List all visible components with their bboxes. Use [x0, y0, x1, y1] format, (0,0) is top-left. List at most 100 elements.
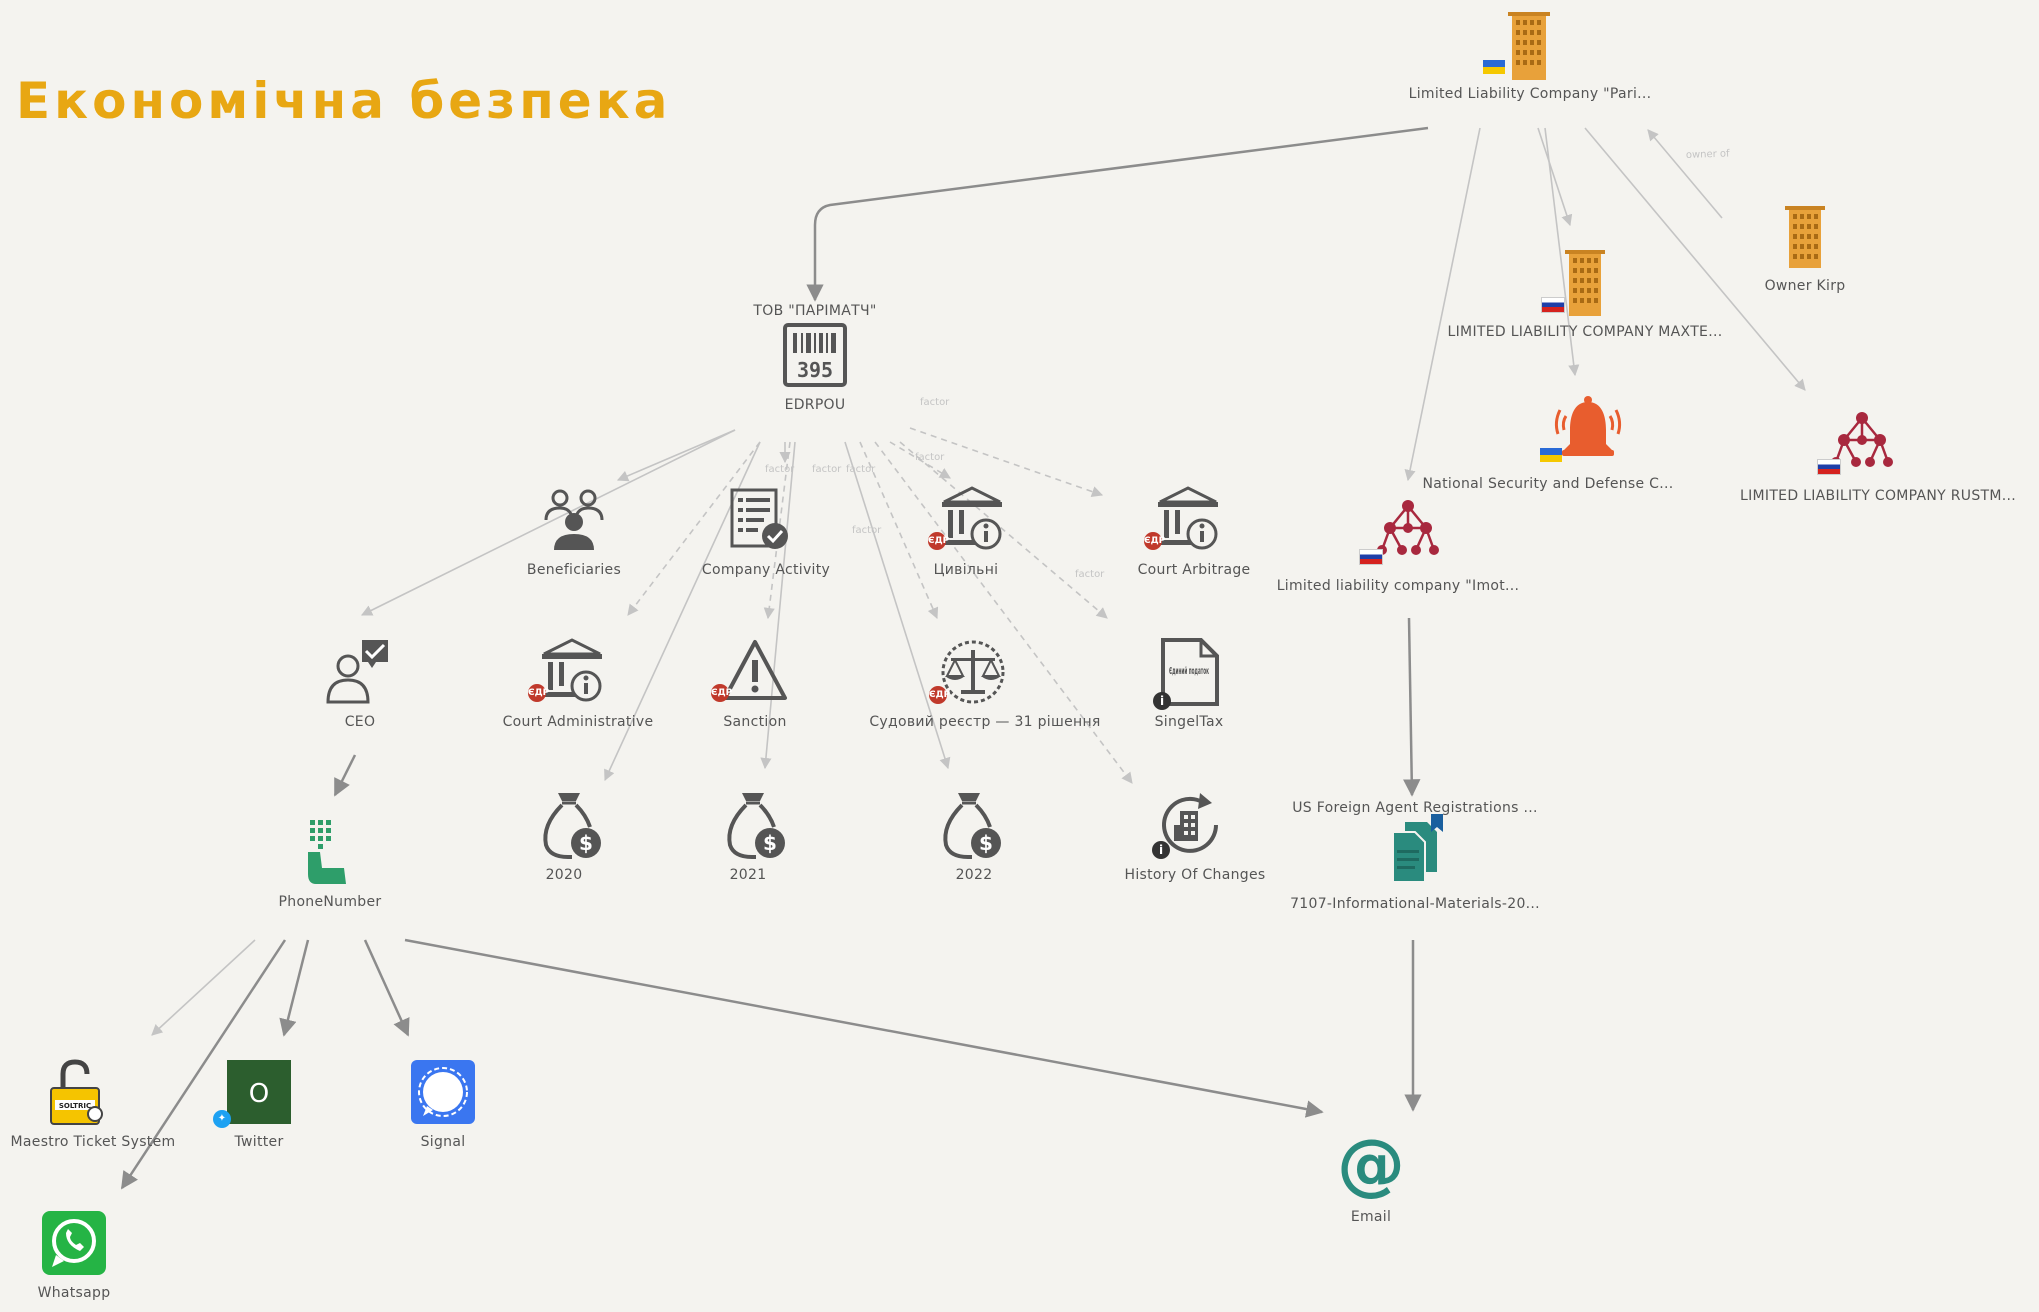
twitter-bird-icon: ✦ — [213, 1110, 231, 1128]
network-icon — [1368, 490, 1448, 570]
edge-tov-2020 — [604, 441, 761, 782]
documents-icon — [1375, 810, 1455, 890]
edge-tov-singeltax — [899, 441, 1108, 619]
edge-pari-rustm — [1584, 127, 1806, 391]
edge-tov-beneficiaries — [616, 429, 736, 482]
phone-keypad-icon — [290, 812, 370, 892]
svg-text:$: $ — [979, 831, 993, 855]
page-title: Економічна безпека — [16, 72, 672, 130]
edge-label-factor: factor — [846, 464, 876, 475]
edge-tov-ceo — [360, 429, 736, 616]
node-label: Company Activity — [701, 562, 831, 578]
node-label: Limited liability company "Imot... — [1276, 578, 1520, 594]
money-bag-icon: $ — [716, 785, 796, 865]
edge-tov-2021 — [760, 441, 796, 770]
edge-pari-nsdc — [1544, 127, 1580, 377]
tax-document-text: Єдиний податок — [1169, 666, 1209, 677]
svg-text:$: $ — [579, 831, 593, 855]
node-label: Owner Kirp — [1764, 278, 1846, 294]
node-label: Beneficiaries — [526, 562, 622, 578]
svg-text:SOLTRIC: SOLTRIC — [59, 1102, 91, 1110]
badge-icon: ЄДР — [928, 532, 949, 550]
node-label: National Security and Defense C... — [1422, 476, 1674, 492]
building-icon — [1545, 242, 1625, 322]
ukraine-flag-icon — [1483, 60, 1505, 74]
warning-icon — [715, 632, 795, 712]
edge-pari-tov — [806, 126, 1429, 302]
node-label: Twitter — [234, 1134, 284, 1150]
court-icon — [1148, 480, 1228, 560]
barcode-code: 395 — [797, 358, 833, 382]
node-label: Signal — [420, 1134, 466, 1150]
node-label: LIMITED LIABILITY COMPANY MAXTE... — [1447, 324, 1723, 340]
edge-imot-fara — [1402, 617, 1421, 797]
badge-icon: ЄДР — [929, 686, 950, 704]
svg-text:@: @ — [1337, 1125, 1405, 1204]
badge-icon: ЄДР — [711, 684, 732, 702]
node-label: PhoneNumber — [278, 894, 382, 910]
signal-icon — [403, 1052, 483, 1132]
twitter-avatar-icon: O — [219, 1052, 299, 1132]
court-icon — [532, 632, 612, 712]
node-label: Sanction — [723, 714, 787, 730]
node-label: 2021 — [729, 867, 767, 883]
checklist-icon — [718, 480, 798, 560]
court-icon — [932, 480, 1012, 560]
edge-kirp-pari — [1647, 129, 1723, 219]
node-top-label: ТОВ "ПАРІМАТЧ" — [753, 303, 877, 319]
history-icon — [1150, 785, 1230, 865]
scales-icon — [933, 632, 1013, 712]
edge-tov-2022 — [844, 441, 951, 770]
alarm-bell-icon — [1548, 390, 1628, 470]
node-label: Maestro Ticket System — [10, 1134, 176, 1150]
node-label: EDRPOU — [784, 397, 846, 413]
edge-label-factor: factor — [1075, 569, 1105, 580]
edge-label-factor: factor — [765, 464, 795, 475]
money-bag-icon: $ — [932, 785, 1012, 865]
people-icon — [534, 480, 614, 560]
node-top-label: US Foreign Agent Registrations ... — [1292, 800, 1538, 816]
money-bag-icon: $ — [532, 785, 612, 865]
at-sign-icon: @ — [1331, 1125, 1411, 1205]
edge-label-factor: factor — [812, 464, 842, 475]
building-icon — [1765, 192, 1845, 272]
edge-phone-whatsapp — [120, 939, 287, 1190]
russia-flag-icon — [1541, 297, 1565, 313]
edge-pari-maxte — [1537, 127, 1573, 227]
edge-label-factor: factor — [852, 525, 882, 536]
node-label: Судовий реєстр — 31 рішення — [869, 714, 1101, 730]
node-label: 7107-Informational-Materials-20... — [1290, 896, 1540, 912]
edge-phone-email — [404, 938, 1324, 1118]
node-label: CEO — [344, 714, 376, 730]
info-icon: i — [1153, 692, 1171, 710]
edge-tov-court-admin — [627, 441, 761, 616]
svg-text:$: $ — [763, 831, 777, 855]
node-label: 2022 — [955, 867, 993, 883]
node-label: Court Administrative — [502, 714, 654, 730]
edge-tov-history — [874, 441, 1133, 784]
info-icon: i — [1152, 841, 1170, 859]
badge-icon: ЄДР — [528, 684, 549, 702]
unlocked-padlock-icon: SOLTRIC — [35, 1052, 115, 1132]
node-label: Whatsapp — [37, 1285, 111, 1301]
edge-pari-imot — [1404, 127, 1481, 482]
node-label: 2020 — [545, 867, 583, 883]
edge-label-factor: factor — [915, 452, 945, 463]
edge-phone-maestro — [151, 939, 256, 1036]
building-icon — [1490, 4, 1570, 84]
ukraine-flag-icon — [1540, 448, 1562, 462]
barcode-icon: 395 — [775, 315, 855, 395]
node-label: Цивільні — [933, 562, 999, 578]
russia-flag-icon — [1359, 549, 1383, 565]
edge-label-factor: factor — [920, 397, 950, 408]
person-check-icon — [316, 632, 396, 712]
edge-tov-arbitrage — [909, 427, 1104, 497]
node-label: Limited Liability Company "Pari... — [1408, 86, 1652, 102]
edge-ceo-phone — [333, 754, 357, 797]
twitter-avatar-letter: O — [249, 1079, 269, 1109]
whatsapp-icon — [34, 1203, 114, 1283]
edge-label-owner-of: owner of — [1686, 148, 1731, 161]
russia-flag-icon — [1817, 459, 1841, 475]
node-label: Email — [1350, 1209, 1392, 1225]
